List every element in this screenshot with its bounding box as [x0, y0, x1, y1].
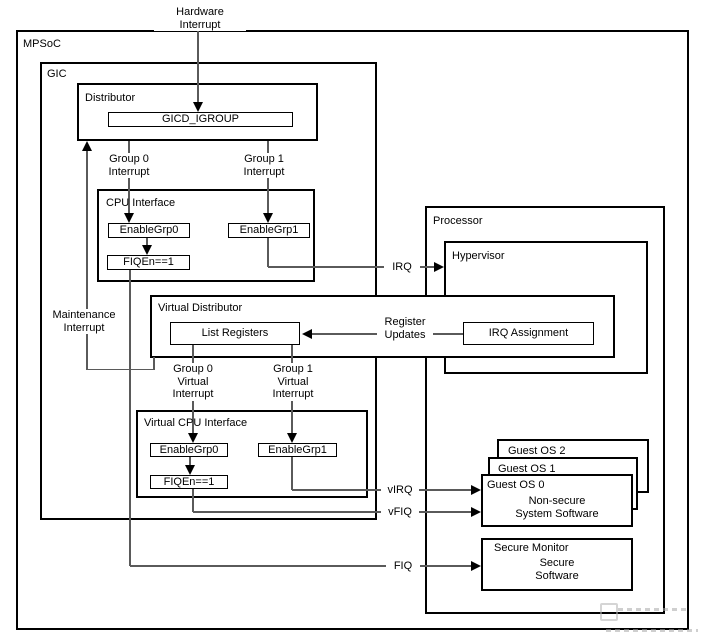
guest-os-0-box — [481, 474, 633, 527]
guest-os-2-title: Guest OS 2 — [508, 445, 566, 457]
irq-arrowhead — [434, 262, 444, 272]
v-enablegrp0-register: EnableGrp0 — [150, 443, 228, 457]
distributor-title: Distributor — [85, 92, 136, 104]
secure-software-label: Secure Software — [535, 557, 579, 582]
hardware-interrupt-line — [197, 19, 199, 103]
irq-vline — [267, 238, 269, 267]
group0-virtual-interrupt-label: Group 0 Virtual Interrupt — [167, 363, 219, 401]
register-updates-label: Register Updates — [377, 316, 433, 341]
processor-box — [425, 206, 665, 614]
irq-hline — [268, 266, 435, 268]
fiqen-label: FIQEn==1 — [123, 256, 174, 268]
maintenance-interrupt-vline — [86, 151, 88, 370]
cpu-interface-title: CPU Interface — [106, 197, 176, 209]
virtual-cpu-interface-box — [136, 410, 368, 498]
v-enablegrp1-register: EnableGrp1 — [258, 443, 337, 457]
vfiq-vline — [192, 489, 194, 512]
enablegrp0-register: EnableGrp0 — [108, 223, 190, 238]
virq-vline — [291, 457, 293, 490]
group1-virtual-interrupt-label: Group 1 Virtual Interrupt — [266, 363, 320, 401]
v-enablegrp0-label: EnableGrp0 — [159, 443, 219, 456]
v-enablegrp0-to-fiqen-arrowhead — [185, 465, 195, 475]
watermark-mark-2 — [606, 629, 698, 632]
secure-monitor-box — [481, 538, 633, 591]
watermark-mark-1 — [618, 608, 688, 611]
mpsoc-box — [16, 30, 689, 630]
gic-box — [40, 62, 377, 520]
guest-os-0-title: Guest OS 0 — [487, 479, 545, 491]
enablegrp0-to-fiqen-line — [146, 238, 148, 246]
fiqen-register: FIQEn==1 — [107, 255, 190, 270]
non-secure-software-label: Non-secure System Software — [515, 495, 599, 520]
v-enablegrp0-to-fiqen-line — [189, 457, 191, 466]
vfiq-hline — [193, 511, 471, 513]
group0-interrupt-label: Group 0 Interrupt — [104, 153, 154, 178]
hardware-interrupt-arrowhead — [193, 102, 203, 112]
v-enablegrp1-label: EnableGrp1 — [268, 443, 327, 456]
virq-arrowhead — [471, 485, 481, 495]
virtual-distributor-title: Virtual Distributor — [158, 302, 243, 314]
gicd-igroup-register: GICD_IGROUP — [108, 112, 293, 127]
mpsoc-title: MPSoC — [23, 38, 61, 50]
cpu-interface-box — [97, 189, 315, 282]
list-registers-box: List Registers — [170, 322, 300, 345]
fiq-vline — [129, 270, 131, 566]
gicd-igroup-label: GICD_IGROUP — [161, 113, 239, 125]
group0-virtual-arrowhead — [188, 433, 198, 443]
maintenance-interrupt-hline — [86, 368, 154, 370]
enablegrp1-label: EnableGrp1 — [239, 224, 299, 236]
guest-os-1-title: Guest OS 1 — [498, 463, 556, 475]
fiq-arrowhead — [471, 561, 481, 571]
enablegrp1-register: EnableGrp1 — [228, 223, 310, 238]
list-registers-label: List Registers — [201, 327, 269, 339]
fiq-hline — [130, 565, 471, 567]
v-fiqen-register: FIQEn==1 — [150, 475, 228, 489]
enablegrp0-label: EnableGrp0 — [119, 224, 179, 236]
watermark — [600, 601, 702, 639]
gic-title: GIC — [47, 68, 67, 80]
maintenance-interrupt-stub — [153, 357, 155, 370]
irq-assignment-label: IRQ Assignment — [488, 327, 569, 339]
vfiq-label: vFIQ — [381, 506, 419, 519]
v-fiqen-label: FIQEn==1 — [163, 475, 215, 488]
group1-interrupt-label: Group 1 Interrupt — [238, 153, 290, 178]
group1-interrupt-arrowhead — [263, 213, 273, 223]
watermark-logo — [600, 603, 618, 621]
maintenance-interrupt-label: Maintenance Interrupt — [46, 309, 122, 334]
fiq-label: FIQ — [386, 560, 420, 573]
irq-assignment-box: IRQ Assignment — [463, 322, 594, 345]
maintenance-interrupt-arrowhead — [82, 141, 92, 151]
irq-label: IRQ — [384, 261, 420, 274]
virtual-cpu-interface-title: Virtual CPU Interface — [144, 417, 248, 429]
register-updates-arrowhead — [302, 329, 312, 339]
hypervisor-title: Hypervisor — [452, 250, 505, 262]
group1-virtual-arrowhead — [287, 433, 297, 443]
secure-monitor-title: Secure Monitor — [494, 542, 569, 554]
hardware-interrupt-label: Hardware Interrupt — [154, 6, 246, 31]
enablegrp0-to-fiqen-arrowhead — [142, 245, 152, 255]
processor-title: Processor — [433, 215, 483, 227]
group0-interrupt-arrowhead — [124, 213, 134, 223]
virq-label: vIRQ — [381, 484, 419, 497]
vfiq-arrowhead — [471, 507, 481, 517]
